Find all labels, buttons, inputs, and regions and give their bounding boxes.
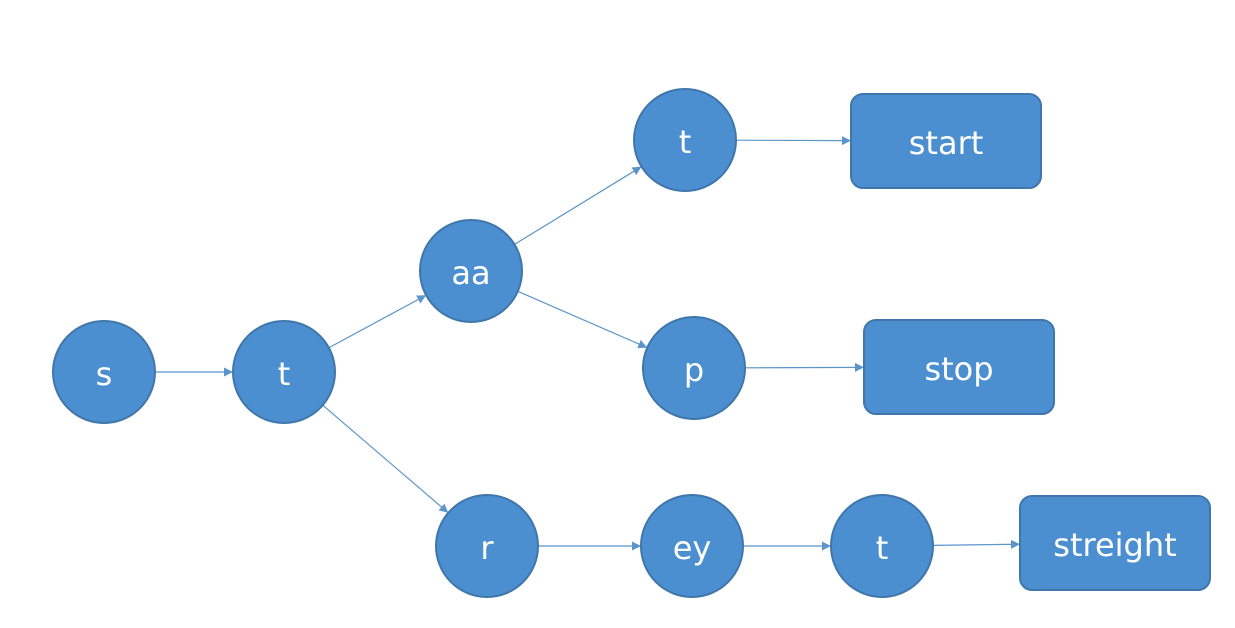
node-t2: t xyxy=(633,88,737,192)
node-box xyxy=(863,319,1055,415)
node-label: t xyxy=(679,123,692,161)
node-p: p xyxy=(642,316,746,420)
node-s: s xyxy=(52,320,156,424)
edge-t3-to-streight xyxy=(932,539,1021,549)
node-label: p xyxy=(684,351,704,389)
node-circle xyxy=(642,316,746,420)
nodes-layer: s t aa r t p ey t start stop streight xyxy=(52,88,1211,598)
edges-layer xyxy=(155,136,1021,551)
node-label: s xyxy=(96,355,113,393)
node-label: aa xyxy=(451,254,490,292)
edge-aa-to-t2 xyxy=(514,166,642,245)
node-circle xyxy=(435,494,539,598)
node-aa: aa xyxy=(419,219,523,323)
edge-t1-to-aa xyxy=(328,294,427,349)
node-label: ey xyxy=(673,529,712,567)
node-t3: t xyxy=(830,494,934,598)
node-label: stop xyxy=(924,350,993,388)
node-label: start xyxy=(909,124,984,162)
edge-t1-to-r xyxy=(322,404,449,514)
node-circle xyxy=(52,320,156,424)
node-circle xyxy=(633,88,737,192)
node-label: r xyxy=(480,529,494,567)
node-circle xyxy=(419,219,523,323)
node-t1: t xyxy=(232,320,336,424)
node-stop: stop xyxy=(863,319,1055,415)
node-label: t xyxy=(876,529,889,567)
node-ey: ey xyxy=(640,494,744,598)
node-label: t xyxy=(278,355,291,393)
node-streight: streight xyxy=(1019,495,1211,591)
node-circle xyxy=(830,494,934,598)
node-circle xyxy=(232,320,336,424)
node-r: r xyxy=(435,494,539,598)
node-circle xyxy=(640,494,744,598)
node-box xyxy=(850,93,1042,189)
node-label: streight xyxy=(1053,526,1176,564)
edge-aa-to-p xyxy=(517,290,648,349)
node-box xyxy=(1019,495,1211,591)
node-start: start xyxy=(850,93,1042,189)
